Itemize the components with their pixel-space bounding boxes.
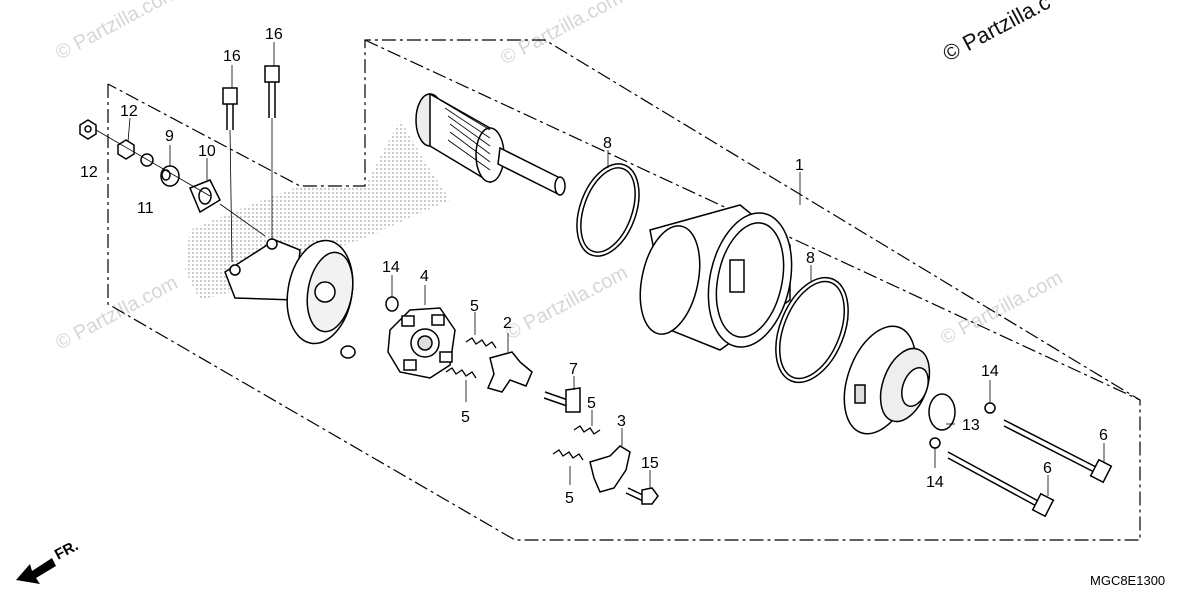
watermark-text: © Partzilla.com (52, 0, 181, 64)
callout-14: 14 (926, 474, 944, 491)
callout-14: 14 (382, 259, 400, 276)
brush-2 (486, 351, 533, 393)
through-bolt (1003, 419, 1113, 484)
callout-8: 8 (603, 135, 612, 152)
brush-spring (552, 449, 584, 461)
callout-10: 10 (198, 143, 216, 160)
o-ring-small (928, 393, 956, 431)
brush-spring (465, 337, 497, 349)
callout-2: 2 (503, 315, 512, 332)
callout-11: 11 (137, 200, 154, 217)
watermark-text: © Partzilla.com (52, 272, 181, 355)
terminal-bolt-7 (543, 387, 581, 413)
front-bracket (224, 238, 354, 345)
front-direction-arrow: FR. (16, 537, 81, 584)
callout-4: 4 (420, 268, 429, 285)
watermark-corner: © Partzilla.c (939, 0, 1055, 66)
nut-12-left (79, 119, 97, 140)
yoke (639, 204, 793, 351)
callout-15: 15 (641, 455, 659, 472)
o-ring-right (775, 276, 849, 384)
nut-12-right (117, 139, 135, 160)
callout-5: 5 (470, 298, 479, 315)
callout-13: 13 (962, 417, 980, 434)
through-bolt (947, 451, 1055, 518)
callout-6: 6 (1099, 427, 1108, 444)
watermark-text: © Partzilla.com (502, 262, 631, 345)
diagram-code: MGC8E1300 (1090, 573, 1165, 588)
callout-leaders (127, 42, 1105, 496)
insulator-10 (189, 179, 221, 214)
callout-3: 3 (617, 413, 626, 430)
callout-12: 12 (80, 164, 98, 181)
leader-line (95, 129, 211, 197)
callout-1: 1 (795, 157, 804, 174)
callout-16: 16 (223, 48, 241, 65)
leader-line (219, 203, 266, 237)
bolt-16-left (222, 87, 238, 130)
callout-5: 5 (461, 409, 470, 426)
brush-holder (387, 307, 456, 379)
watermark-text: © Partzilla.com (937, 267, 1066, 350)
bolt-16-right (264, 65, 280, 118)
bolt-15 (625, 487, 659, 505)
callout-14: 14 (981, 363, 999, 380)
callout-9: 9 (165, 128, 174, 145)
brush-spring (573, 425, 601, 435)
rear-cover (843, 325, 931, 435)
callout-5: 5 (565, 490, 574, 507)
leader-line (229, 129, 233, 263)
armature (415, 92, 566, 196)
small-clip (340, 345, 356, 359)
callout-labels: 1 2 3 4 5 5 5 5 6 6 7 8 8 9 10 11 12 12 … (80, 26, 1108, 507)
o-ring-left (576, 163, 640, 257)
callout-12: 12 (120, 103, 138, 120)
brush-spring (445, 367, 477, 379)
callout-5: 5 (587, 395, 596, 412)
callout-16: 16 (265, 26, 283, 43)
watermark-text: © Partzilla.com (497, 0, 626, 69)
washer (984, 402, 996, 414)
callout-8: 8 (806, 250, 815, 267)
callout-6: 6 (1043, 460, 1052, 477)
washer-11 (140, 153, 154, 167)
callout-7: 7 (569, 361, 578, 378)
washer (929, 437, 941, 449)
brush-3 (589, 445, 631, 493)
direction-label: FR. (52, 537, 81, 563)
washer (385, 296, 399, 312)
